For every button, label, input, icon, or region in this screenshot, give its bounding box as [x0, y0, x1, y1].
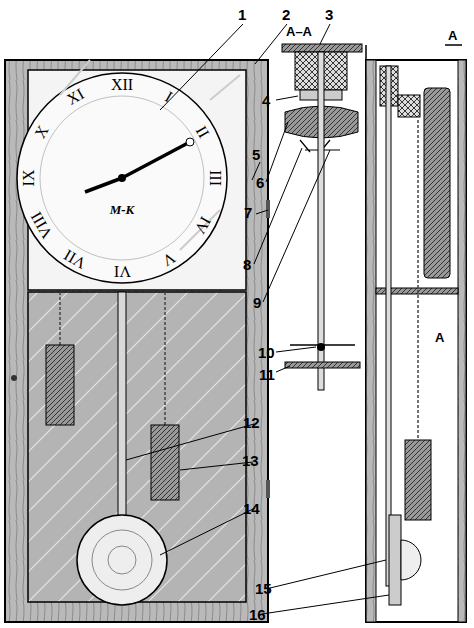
dial-numeral: XII [111, 76, 133, 94]
section-mark: A [448, 28, 457, 43]
callout-number: 2 [282, 6, 290, 23]
callout-number: 12 [243, 414, 260, 431]
callout-number: 10 [258, 344, 275, 361]
dial-numeral: IX [20, 170, 38, 187]
dial-mark: М-К [110, 202, 135, 218]
section-mark: A–A [286, 24, 312, 39]
callout-number: 3 [325, 6, 333, 23]
section-mark: A [435, 330, 444, 345]
callout-number: 6 [256, 174, 264, 191]
callout-number: 7 [244, 204, 252, 221]
callout-number: 8 [243, 256, 251, 273]
callout-number: 13 [242, 452, 259, 469]
callout-number: 4 [262, 92, 270, 109]
callout-number: 14 [243, 500, 260, 517]
callout-number: 11 [259, 366, 275, 383]
callout-number: 5 [252, 146, 260, 163]
dial-numeral: III [206, 170, 224, 186]
callout-number: 9 [253, 294, 261, 311]
callout-number: 16 [249, 606, 266, 623]
callout-number: 15 [255, 580, 272, 597]
callout-number: 1 [238, 6, 246, 23]
dial-numeral: VI [114, 262, 131, 280]
